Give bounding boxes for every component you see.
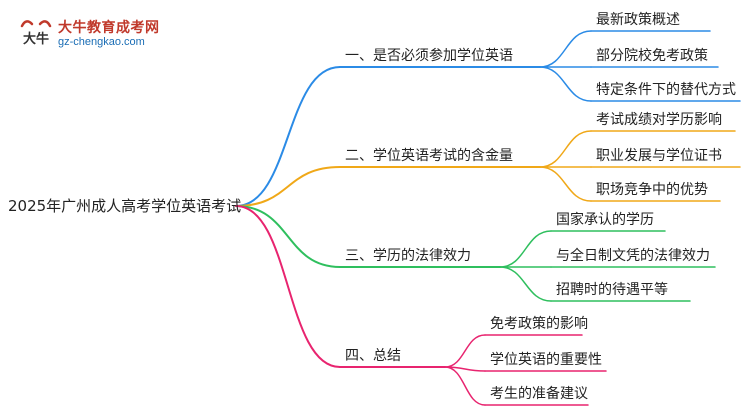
leaf-node: 与全日制文凭的法律效力	[556, 248, 710, 264]
root-branch-connector	[235, 205, 341, 368]
leaf-node: 考试成绩对学历影响	[596, 112, 722, 128]
branch-leaf-connector	[539, 166, 592, 202]
branch-leaf-connector	[499, 230, 552, 268]
root-branch-connector	[235, 166, 341, 207]
leaf-node: 部分院校免考政策	[596, 48, 708, 64]
leaf-node: 特定条件下的替代方式	[596, 82, 736, 98]
leaf-node: 国家承认的学历	[556, 212, 654, 228]
logo-url: gz-chengkao.com	[58, 36, 145, 48]
branch-leaf-connector	[444, 334, 486, 368]
branch-node-4: 四、总结	[345, 348, 401, 364]
leaf-node: 免考政策的影响	[490, 316, 588, 332]
root-branch-connector	[235, 66, 341, 207]
site-logo: 大牛 大牛教育成考网 gz-chengkao.com	[14, 14, 164, 54]
logo-title: 大牛教育成考网	[58, 20, 160, 36]
branch-leaf-connector	[539, 130, 592, 168]
leaf-node: 招聘时的待遇平等	[556, 282, 668, 298]
branch-leaf-connector	[444, 366, 486, 406]
leaf-node: 学位英语的重要性	[490, 352, 602, 368]
svg-text:大牛: 大牛	[23, 31, 49, 47]
branch-node-1: 一、是否必须参加学位英语	[345, 48, 513, 64]
mindmap-root: 2025年广州成人高考学位英语考试	[8, 197, 242, 215]
branch-node-3: 三、学历的法律效力	[345, 248, 471, 264]
branch-leaf-connector	[499, 266, 552, 302]
leaf-node: 职业发展与学位证书	[596, 148, 722, 164]
branch-leaf-connector	[539, 66, 592, 102]
leaf-node: 考生的准备建议	[490, 386, 588, 402]
bull-logo-icon: 大牛	[20, 20, 52, 47]
root-branch-connector	[235, 205, 341, 268]
leaf-node: 最新政策概述	[596, 12, 680, 28]
branch-node-2: 二、学位英语考试的含金量	[345, 148, 513, 164]
leaf-node: 职场竞争中的优势	[596, 182, 708, 198]
branch-leaf-connector	[539, 30, 592, 68]
